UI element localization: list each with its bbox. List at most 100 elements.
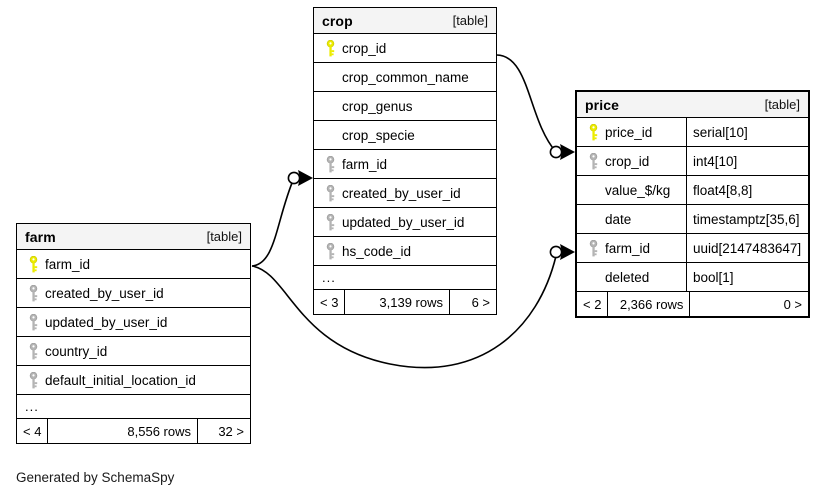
table-price-tag: [table] xyxy=(764,97,800,112)
foreign-key-icon xyxy=(25,342,41,360)
table-price-header: price [table] xyxy=(577,92,808,118)
table-farm-row-country_id[interactable]: country_id xyxy=(17,337,250,366)
table-farm-header: farm [table] xyxy=(17,224,250,250)
column-cell: farm_id xyxy=(577,234,686,262)
table-crop-row-crop_id[interactable]: crop_id xyxy=(314,34,496,63)
column-cell: hs_code_id xyxy=(314,237,496,265)
table-farm-row-count: 8,556 rows xyxy=(47,419,198,443)
table-farm-tag: [table] xyxy=(206,229,242,244)
table-farm-parents-count[interactable]: < 4 xyxy=(23,423,42,439)
column-name: deleted xyxy=(605,269,650,285)
generated-by-credit: Generated by SchemaSpy xyxy=(16,470,175,485)
table-price-children-count[interactable]: 0 > xyxy=(783,296,802,312)
edge-arrowhead-price-farm-id xyxy=(560,244,575,260)
column-type: bool[1] xyxy=(686,263,808,291)
column-cell: created_by_user_id xyxy=(17,279,250,307)
table-crop-row-hs_code_id[interactable]: hs_code_id xyxy=(314,237,496,266)
column-name: created_by_user_id xyxy=(342,185,461,201)
table-crop-footer: < 3 3,139 rows 6 > xyxy=(314,290,496,314)
edge-arrowhead-crop-farm-id xyxy=(298,170,313,186)
column-cell: value_$/kg xyxy=(577,176,686,204)
table-crop[interactable]: crop [table] crop_id xyxy=(313,7,497,315)
table-crop-row-farm_id[interactable]: farm_id xyxy=(314,150,496,179)
column-cell: crop_id xyxy=(314,34,496,62)
column-cell: crop_genus xyxy=(314,92,496,120)
table-farm-row-created_by_user_id[interactable]: created_by_user_id xyxy=(17,279,250,308)
column-cell: updated_by_user_id xyxy=(314,208,496,236)
column-cell: date xyxy=(577,205,686,233)
table-crop-tag: [table] xyxy=(452,13,488,28)
table-price-row-count: 2,366 rows xyxy=(607,292,691,316)
table-crop-more-columns-indicator: ... xyxy=(314,266,496,290)
foreign-key-icon xyxy=(585,152,601,170)
column-type: uuid[2147483647] xyxy=(686,234,808,262)
primary-key-icon xyxy=(585,123,601,141)
column-cell: crop_id xyxy=(577,147,686,175)
foreign-key-icon xyxy=(322,242,338,260)
table-farm[interactable]: farm [table] farm_id xyxy=(16,223,251,444)
table-crop-children-count[interactable]: 6 > xyxy=(471,294,490,310)
table-farm-row-updated_by_user_id[interactable]: updated_by_user_id xyxy=(17,308,250,337)
column-name: value_$/kg xyxy=(605,182,671,198)
table-price-row-date[interactable]: date timestamptz[35,6] xyxy=(577,205,808,234)
column-name: updated_by_user_id xyxy=(45,314,168,330)
column-cell: crop_specie xyxy=(314,121,496,149)
table-crop-row-crop_specie[interactable]: crop_specie xyxy=(314,121,496,150)
table-farm-more-columns-indicator: ... xyxy=(17,395,250,419)
foreign-key-icon xyxy=(322,184,338,202)
column-name: farm_id xyxy=(342,156,388,172)
table-price-row-deleted[interactable]: deleted bool[1] xyxy=(577,263,808,292)
column-name: crop_id xyxy=(342,40,387,56)
column-cell: default_initial_location_id xyxy=(17,366,250,394)
column-name: date xyxy=(605,211,632,227)
column-name: crop_id xyxy=(605,153,650,169)
edge-crop-to-price-crop-id xyxy=(496,54,557,153)
edge-endpoint-circle-crop-farm-id xyxy=(287,171,301,185)
column-cell: country_id xyxy=(17,337,250,365)
column-name: created_by_user_id xyxy=(45,285,164,301)
column-name: default_initial_location_id xyxy=(45,372,196,388)
table-crop-title: crop xyxy=(322,12,353,29)
table-farm-row-default_initial_location_id[interactable]: default_initial_location_id xyxy=(17,366,250,395)
column-cell: farm_id xyxy=(314,150,496,178)
column-cell: price_id xyxy=(577,118,686,146)
edge-farm-to-crop-farm-id xyxy=(251,177,295,267)
column-name: price_id xyxy=(605,124,653,140)
foreign-key-icon xyxy=(585,239,601,257)
column-name: hs_code_id xyxy=(342,243,412,259)
table-price-row-farm_id[interactable]: farm_id uuid[2147483647] xyxy=(577,234,808,263)
foreign-key-icon xyxy=(25,313,41,331)
table-farm-footer: < 4 8,556 rows 32 > xyxy=(17,419,250,443)
table-price-parents-count[interactable]: < 2 xyxy=(583,296,602,312)
table-price-row-price_id[interactable]: price_id serial[10] xyxy=(577,118,808,147)
table-price[interactable]: price [table] price_id serial[10] xyxy=(575,90,810,318)
foreign-key-icon xyxy=(25,284,41,302)
table-crop-row-crop_common_name[interactable]: crop_common_name xyxy=(314,63,496,92)
column-type: timestamptz[35,6] xyxy=(686,205,808,233)
table-price-row-value[interactable]: value_$/kg float4[8,8] xyxy=(577,176,808,205)
primary-key-icon xyxy=(25,255,41,273)
table-crop-row-updated_by_user_id[interactable]: updated_by_user_id xyxy=(314,208,496,237)
column-name: crop_genus xyxy=(342,98,413,114)
column-cell: crop_common_name xyxy=(314,63,496,91)
column-name: farm_id xyxy=(605,240,651,256)
table-farm-title: farm xyxy=(25,228,56,245)
column-name: crop_specie xyxy=(342,127,415,143)
table-price-row-crop_id[interactable]: crop_id int4[10] xyxy=(577,147,808,176)
column-type: float4[8,8] xyxy=(686,176,808,204)
column-cell: deleted xyxy=(577,263,686,291)
table-crop-row-created_by_user_id[interactable]: created_by_user_id xyxy=(314,179,496,208)
column-cell: created_by_user_id xyxy=(314,179,496,207)
foreign-key-icon xyxy=(322,155,338,173)
column-name: crop_common_name xyxy=(342,69,469,85)
table-farm-row-farm_id[interactable]: farm_id xyxy=(17,250,250,279)
table-crop-row-crop_genus[interactable]: crop_genus xyxy=(314,92,496,121)
table-crop-header: crop [table] xyxy=(314,8,496,34)
primary-key-icon xyxy=(322,39,338,57)
table-farm-children-count[interactable]: 32 > xyxy=(218,423,244,439)
column-cell: farm_id xyxy=(17,250,250,278)
table-crop-row-count: 3,139 rows xyxy=(344,290,450,314)
table-crop-parents-count[interactable]: < 3 xyxy=(320,294,339,310)
table-price-footer: < 2 2,366 rows 0 > xyxy=(577,292,808,316)
